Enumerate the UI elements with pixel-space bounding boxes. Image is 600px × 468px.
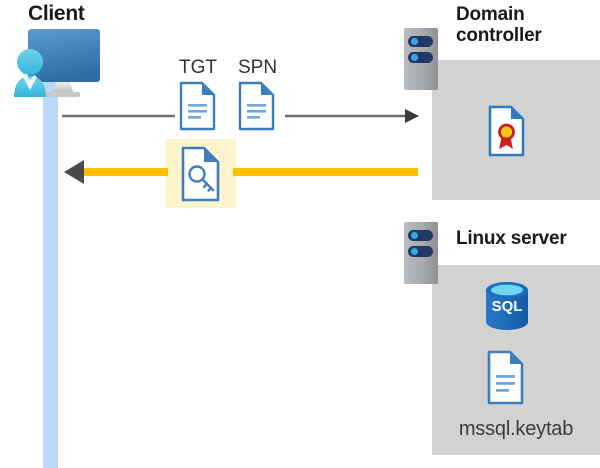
spn-document-icon bbox=[238, 81, 275, 131]
monitor-screen-icon bbox=[28, 29, 100, 82]
monitor-base-icon bbox=[46, 92, 80, 97]
linux-server-server-icon bbox=[404, 222, 438, 284]
spn-label: SPN bbox=[238, 57, 278, 78]
user-avatar-icon bbox=[14, 49, 46, 97]
linux-server-title: Linux server bbox=[456, 228, 567, 249]
request-arrowhead-icon bbox=[405, 109, 419, 123]
key-glyph-icon bbox=[188, 165, 215, 192]
tgt-document-icon bbox=[179, 81, 216, 131]
response-arrow bbox=[64, 160, 418, 184]
sql-database-icon: SQL bbox=[486, 282, 528, 330]
client-computer-user-icon bbox=[14, 29, 100, 97]
certificate-document-icon bbox=[488, 105, 525, 157]
domain-controller-server-icon bbox=[404, 28, 438, 90]
tgt-label: TGT bbox=[179, 57, 217, 78]
client-lifeline bbox=[43, 74, 58, 468]
keytab-document-icon bbox=[487, 350, 524, 405]
client-title: Client bbox=[28, 2, 85, 25]
domain-controller-title: Domain controller bbox=[456, 4, 542, 47]
service-ticket-key-document-icon bbox=[181, 146, 220, 202]
keytab-file-label: mssql.keytab bbox=[458, 418, 574, 440]
svg-text:SQL: SQL bbox=[492, 298, 523, 315]
response-arrowhead-icon bbox=[64, 160, 84, 184]
monitor-stand-icon bbox=[52, 82, 74, 94]
request-arrow bbox=[62, 109, 419, 123]
